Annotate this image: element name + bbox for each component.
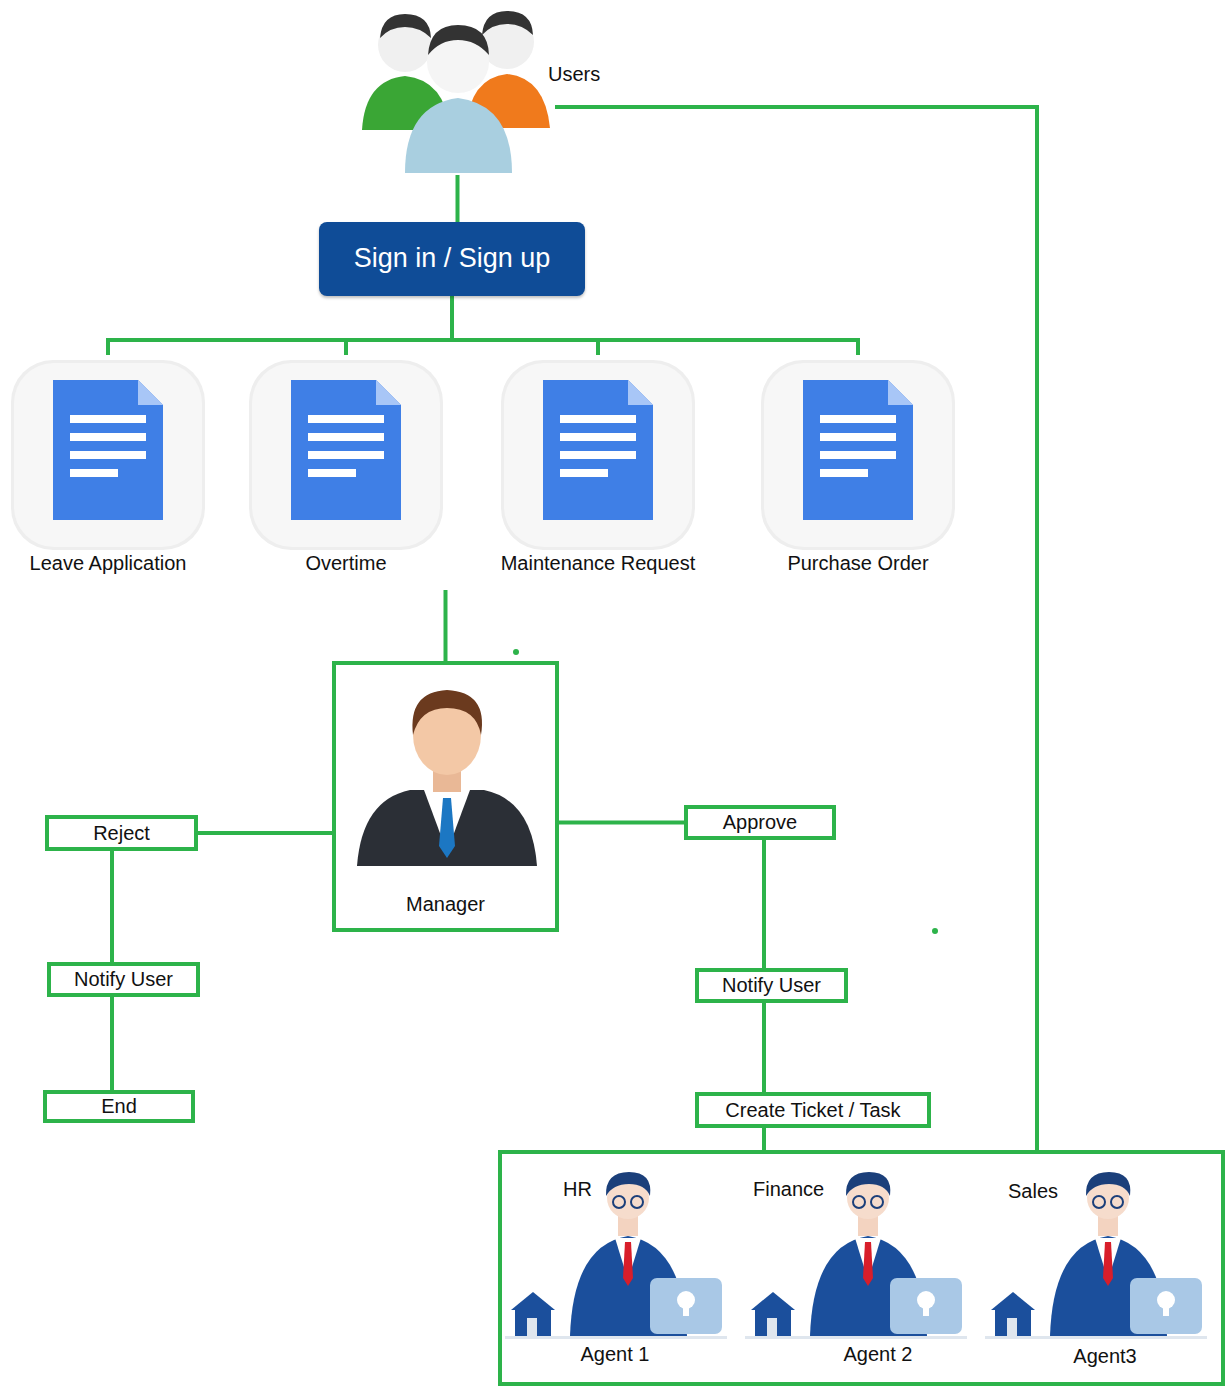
process-box: Reject xyxy=(45,815,198,851)
node-label: Sign in / Sign up xyxy=(354,243,551,274)
document-icon: Maintenance Request xyxy=(478,355,718,590)
node-label: Agent 2 xyxy=(844,1343,913,1366)
sign-in-button: Sign in / Sign up xyxy=(319,222,585,296)
node-label: Manager xyxy=(336,893,555,916)
connector xyxy=(452,296,858,355)
node-label: Create Ticket / Task xyxy=(725,1099,900,1122)
process-box: Create Ticket / Task xyxy=(695,1092,931,1128)
agent-card: HR Agent 1 xyxy=(505,1160,730,1382)
connector xyxy=(762,840,766,968)
agent-card: SalesAgent3 xyxy=(985,1160,1210,1382)
connector xyxy=(346,296,452,355)
connector xyxy=(452,296,598,355)
document-icon: Purchase Order xyxy=(750,355,966,590)
node-label: End xyxy=(101,1095,137,1118)
node-label: HR xyxy=(563,1178,592,1201)
connector xyxy=(559,821,684,825)
connector xyxy=(110,997,114,1090)
node-label: Approve xyxy=(723,811,798,834)
document-icon: Overtime xyxy=(238,355,454,590)
connector xyxy=(198,831,332,835)
connector xyxy=(110,851,114,962)
node-label: Users xyxy=(548,63,600,86)
node-label: Purchase Order xyxy=(750,552,966,575)
node-label: Sales xyxy=(1008,1180,1058,1203)
connector xyxy=(108,296,452,355)
node-label: Agent3 xyxy=(1073,1345,1136,1368)
process-box: End xyxy=(43,1090,195,1123)
agent-card: FinanceAgent 2 xyxy=(745,1160,970,1382)
node-label: Finance xyxy=(753,1178,824,1201)
document-icon: Leave Application xyxy=(0,355,216,590)
connector xyxy=(762,1003,766,1092)
node-label: Leave Application xyxy=(0,552,216,575)
node-label: Maintenance Request xyxy=(478,552,718,575)
node-label: Overtime xyxy=(238,552,454,575)
connector xyxy=(444,590,448,661)
connector xyxy=(762,1128,766,1150)
node-label: Agent 1 xyxy=(581,1343,650,1366)
agents-group: HRAgent 1FinanceAgent 2SalesAgent3 xyxy=(498,1150,1225,1386)
manager-box: Manager xyxy=(332,661,559,932)
process-box: Notify User xyxy=(695,968,848,1003)
process-box: Approve xyxy=(684,805,836,840)
connector xyxy=(555,107,1037,1150)
node-label: Notify User xyxy=(74,968,173,991)
users-icon: Users xyxy=(360,5,555,175)
node-label: Notify User xyxy=(722,974,821,997)
process-box: Notify User xyxy=(47,962,200,997)
connector xyxy=(456,175,460,222)
node-label: Reject xyxy=(93,822,150,845)
